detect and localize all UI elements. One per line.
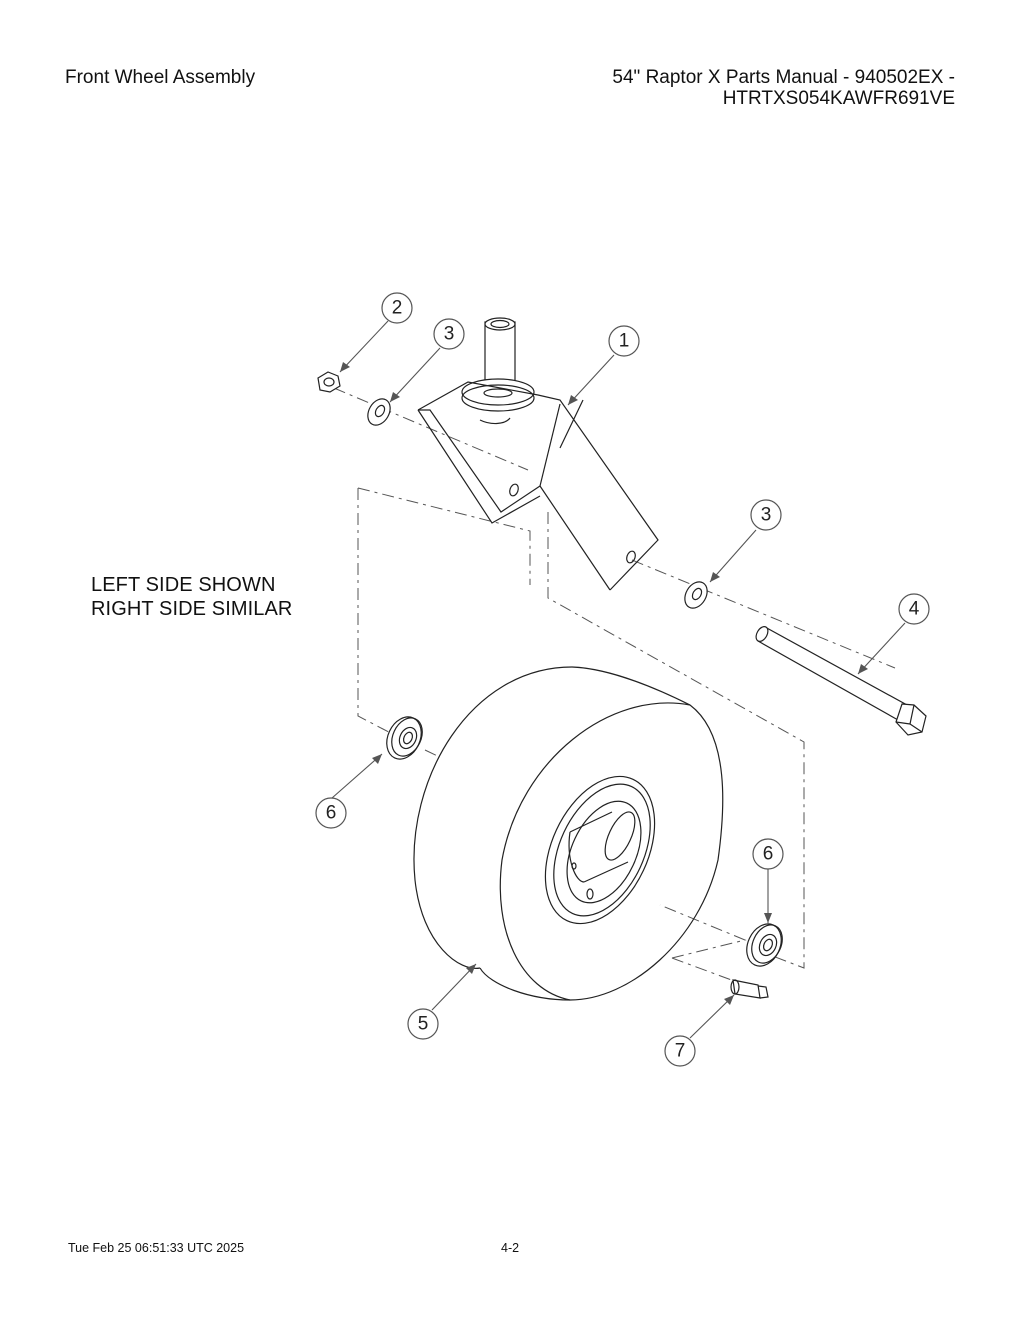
callout-leaders	[331, 320, 906, 1039]
section-title: Front Wheel Assembly	[65, 67, 256, 88]
manual-title-line-2: HTRTXS054KAWFR691VE	[722, 88, 955, 109]
manual-title: 54" Raptor X Parts Manual - 940502EX - H…	[612, 67, 955, 109]
side-note-line-1: LEFT SIDE SHOWN	[91, 574, 276, 596]
callout-3-upper: 3	[444, 324, 455, 345]
washer-part-upper	[367, 398, 391, 426]
wheel-tire-part	[413, 666, 724, 1001]
manual-title-line-1: 54" Raptor X Parts Manual - 940502EX -	[612, 67, 955, 88]
callout-4: 4	[909, 599, 920, 620]
lock-nut-part	[317, 371, 341, 393]
bearing-part-left	[386, 716, 423, 760]
footer-timestamp: Tue Feb 25 06:51:33 UTC 2025	[68, 1241, 245, 1255]
washer-part-lower	[684, 581, 708, 609]
callout-5: 5	[418, 1014, 429, 1035]
spacer-part	[730, 979, 769, 999]
callout-1: 1	[619, 331, 630, 352]
callout-arrowheads	[340, 362, 868, 1005]
caster-yoke-part	[417, 317, 659, 591]
page-number: 4-2	[501, 1241, 520, 1255]
axle-bolt-part	[755, 626, 927, 736]
callout-6-left: 6	[326, 803, 337, 824]
callout-3-lower: 3	[761, 505, 772, 526]
callout-circles	[315, 292, 930, 1067]
bearing-part-right	[746, 923, 783, 967]
side-note-line-2: RIGHT SIDE SIMILAR	[91, 598, 293, 620]
callout-2: 2	[392, 298, 403, 319]
callout-7: 7	[675, 1041, 686, 1062]
callout-6-right: 6	[763, 844, 774, 865]
side-note: LEFT SIDE SHOWN RIGHT SIDE SIMILAR	[91, 573, 292, 621]
